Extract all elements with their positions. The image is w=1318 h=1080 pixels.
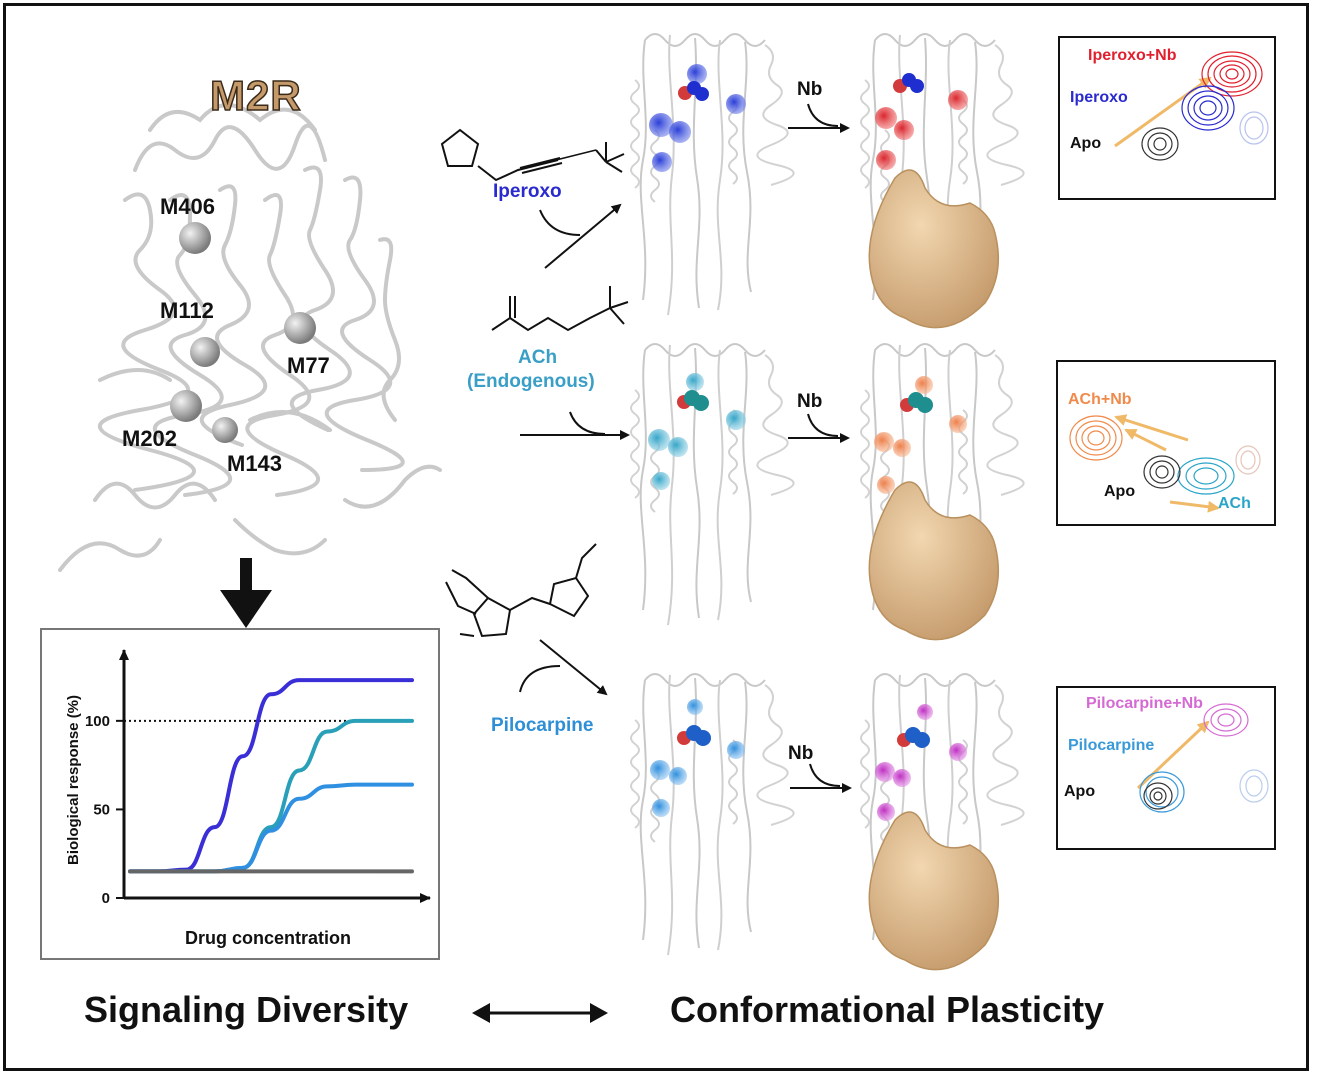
- ligand-label-ach: ACh: [518, 347, 558, 368]
- receptor-ach: [630, 343, 795, 626]
- residue-label-m112: M112: [160, 298, 214, 323]
- figure-border: [3, 3, 1309, 1071]
- legend-label-pilocarpine-nb: Pilocarpine+Nb: [1086, 695, 1203, 712]
- receptor-ach-nb: [860, 343, 1025, 641]
- residue-label-m406: M406: [160, 194, 216, 219]
- legend-label-pilocarpine: Pilocarpine: [1068, 737, 1155, 754]
- footer-signaling-diversity: Signaling Diversity: [84, 989, 409, 1030]
- pilocarpine-structure-icon: [445, 543, 597, 638]
- series-line-1: [128, 718, 414, 874]
- x-axis-label: Drug concentration: [185, 928, 351, 948]
- residue-label-m143: M143: [227, 451, 283, 476]
- receptor-pilocarpine: [630, 673, 795, 956]
- nmr-panel-ach: ACh+Nb ACh Apo: [1056, 360, 1276, 526]
- nmr-spectrum-pilocarpine: [1136, 703, 1269, 813]
- down-arrow-icon: [220, 558, 272, 628]
- nmr-spectrum-iperoxo: [1114, 51, 1269, 161]
- legend-label-apo-1: Apo: [1070, 135, 1102, 152]
- ligand-label-iperoxo: Iperoxo: [493, 181, 562, 202]
- ach-structure-icon: [491, 286, 629, 332]
- nb-arrows: [788, 103, 852, 793]
- legend-label-ach: ACh: [1218, 495, 1251, 512]
- nb-label-1: Nb: [797, 79, 823, 100]
- y-tick-label: 0: [102, 890, 110, 907]
- footer-conformational-plasticity: Conformational Plasticity: [670, 989, 1105, 1030]
- series-line-0: [128, 678, 414, 874]
- iperoxo-structure-icon: [440, 128, 625, 182]
- nmr-panel-iperoxo: Iperoxo+Nb Iperoxo Apo: [1058, 36, 1276, 200]
- residue-label-m77: M77: [287, 353, 330, 378]
- receptor-pilocarpine-nb: [860, 673, 1025, 971]
- ligand-label-ach-subtitle: (Endogenous): [467, 371, 595, 392]
- ligand-label-pilocarpine: Pilocarpine: [491, 715, 594, 736]
- nmr-panel-pilocarpine: Pilocarpine+Nb Pilocarpine Apo: [1056, 686, 1276, 850]
- legend-label-iperoxo-nb: Iperoxo+Nb: [1088, 47, 1177, 64]
- legend-label-apo-3: Apo: [1064, 783, 1096, 800]
- y-tick-label: 100: [85, 713, 110, 730]
- ligand-arrows: [519, 203, 630, 696]
- m2r-structure: [58, 103, 442, 572]
- receptor-title: M2R: [209, 72, 302, 119]
- legend-label-iperoxo: Iperoxo: [1070, 89, 1128, 106]
- receptor-iperoxo: [630, 33, 795, 316]
- double-arrow-icon: [472, 1003, 608, 1023]
- residue-label-m202: M202: [122, 426, 178, 451]
- nb-label-3: Nb: [788, 743, 814, 764]
- y-tick-label: 50: [93, 801, 110, 818]
- dose-response-chart: 0 50 100 Drug concentration Biological res…: [40, 628, 440, 960]
- legend-label-apo-2: Apo: [1104, 483, 1136, 500]
- y-axis-label: Biological response (%): [65, 695, 82, 865]
- nmr-spectrum-ach: [1069, 414, 1261, 513]
- chart-canvas: 0 50 100 Drug concentration Biological res…: [65, 649, 431, 948]
- nb-label-2: Nb: [797, 391, 823, 412]
- residue-spheres: [170, 222, 316, 443]
- legend-label-ach-nb: ACh+Nb: [1068, 391, 1132, 408]
- receptor-iperoxo-nb: [860, 33, 1025, 329]
